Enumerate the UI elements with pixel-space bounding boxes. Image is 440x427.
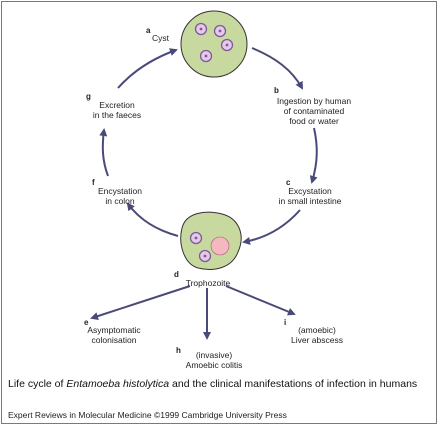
excretion-label: Excretion in the faeces — [92, 100, 142, 120]
arrow-excretion-to-cyst — [117, 48, 178, 89]
arrow-to-liver-abscess — [225, 285, 296, 316]
arrow-to-asymptomatic — [90, 285, 191, 320]
cyst-label: Cyst — [152, 33, 169, 43]
trophozoite-label: Trophozoite — [185, 278, 231, 288]
excystation-label: Excystation in small intestine — [278, 186, 342, 206]
arrow-excystation-to-trophozoite — [242, 209, 301, 245]
trophozoite-icon — [180, 211, 242, 270]
stage-letter-e: e — [84, 318, 89, 327]
arrow-ingestion-to-excystation — [309, 127, 318, 184]
caption-suffix: and the clinical manifestations of infec… — [169, 378, 418, 390]
ingestion-label: Ingestion by human of contaminated food … — [276, 96, 352, 126]
caption-prefix: Life cycle of — [8, 378, 67, 390]
stage-letter-b: b — [274, 86, 279, 95]
stage-letter-g: g — [86, 92, 91, 101]
stage-letter-d: d — [174, 270, 179, 279]
cyst-icon — [180, 10, 248, 78]
stage-letter-h: h — [176, 346, 181, 355]
encystation-label: Encystation in colon — [98, 186, 142, 206]
figure-caption: Life cycle of Entamoeba histolytica and … — [8, 378, 432, 391]
liver-abscess-label: (amoebic) Liver abscess — [291, 325, 343, 345]
arrow-trophozoite-to-encystation — [126, 202, 179, 237]
asymptomatic-label: Asymptomatic colonisation — [87, 325, 141, 345]
stage-letter-a: a — [146, 26, 151, 35]
stage-letter-c: c — [286, 178, 291, 187]
stage-letter-f: f — [92, 178, 95, 187]
colitis-label: (invasive) Amoebic colitis — [185, 350, 243, 370]
arrow-encystation-to-excretion — [99, 128, 109, 177]
stage-letter-i: i — [284, 318, 287, 327]
arrow-cyst-to-ingestion — [251, 47, 303, 90]
copyright-credit: Expert Reviews in Molecular Medicine ©19… — [8, 410, 287, 420]
caption-species: Entamoeba histolytica — [66, 378, 170, 390]
